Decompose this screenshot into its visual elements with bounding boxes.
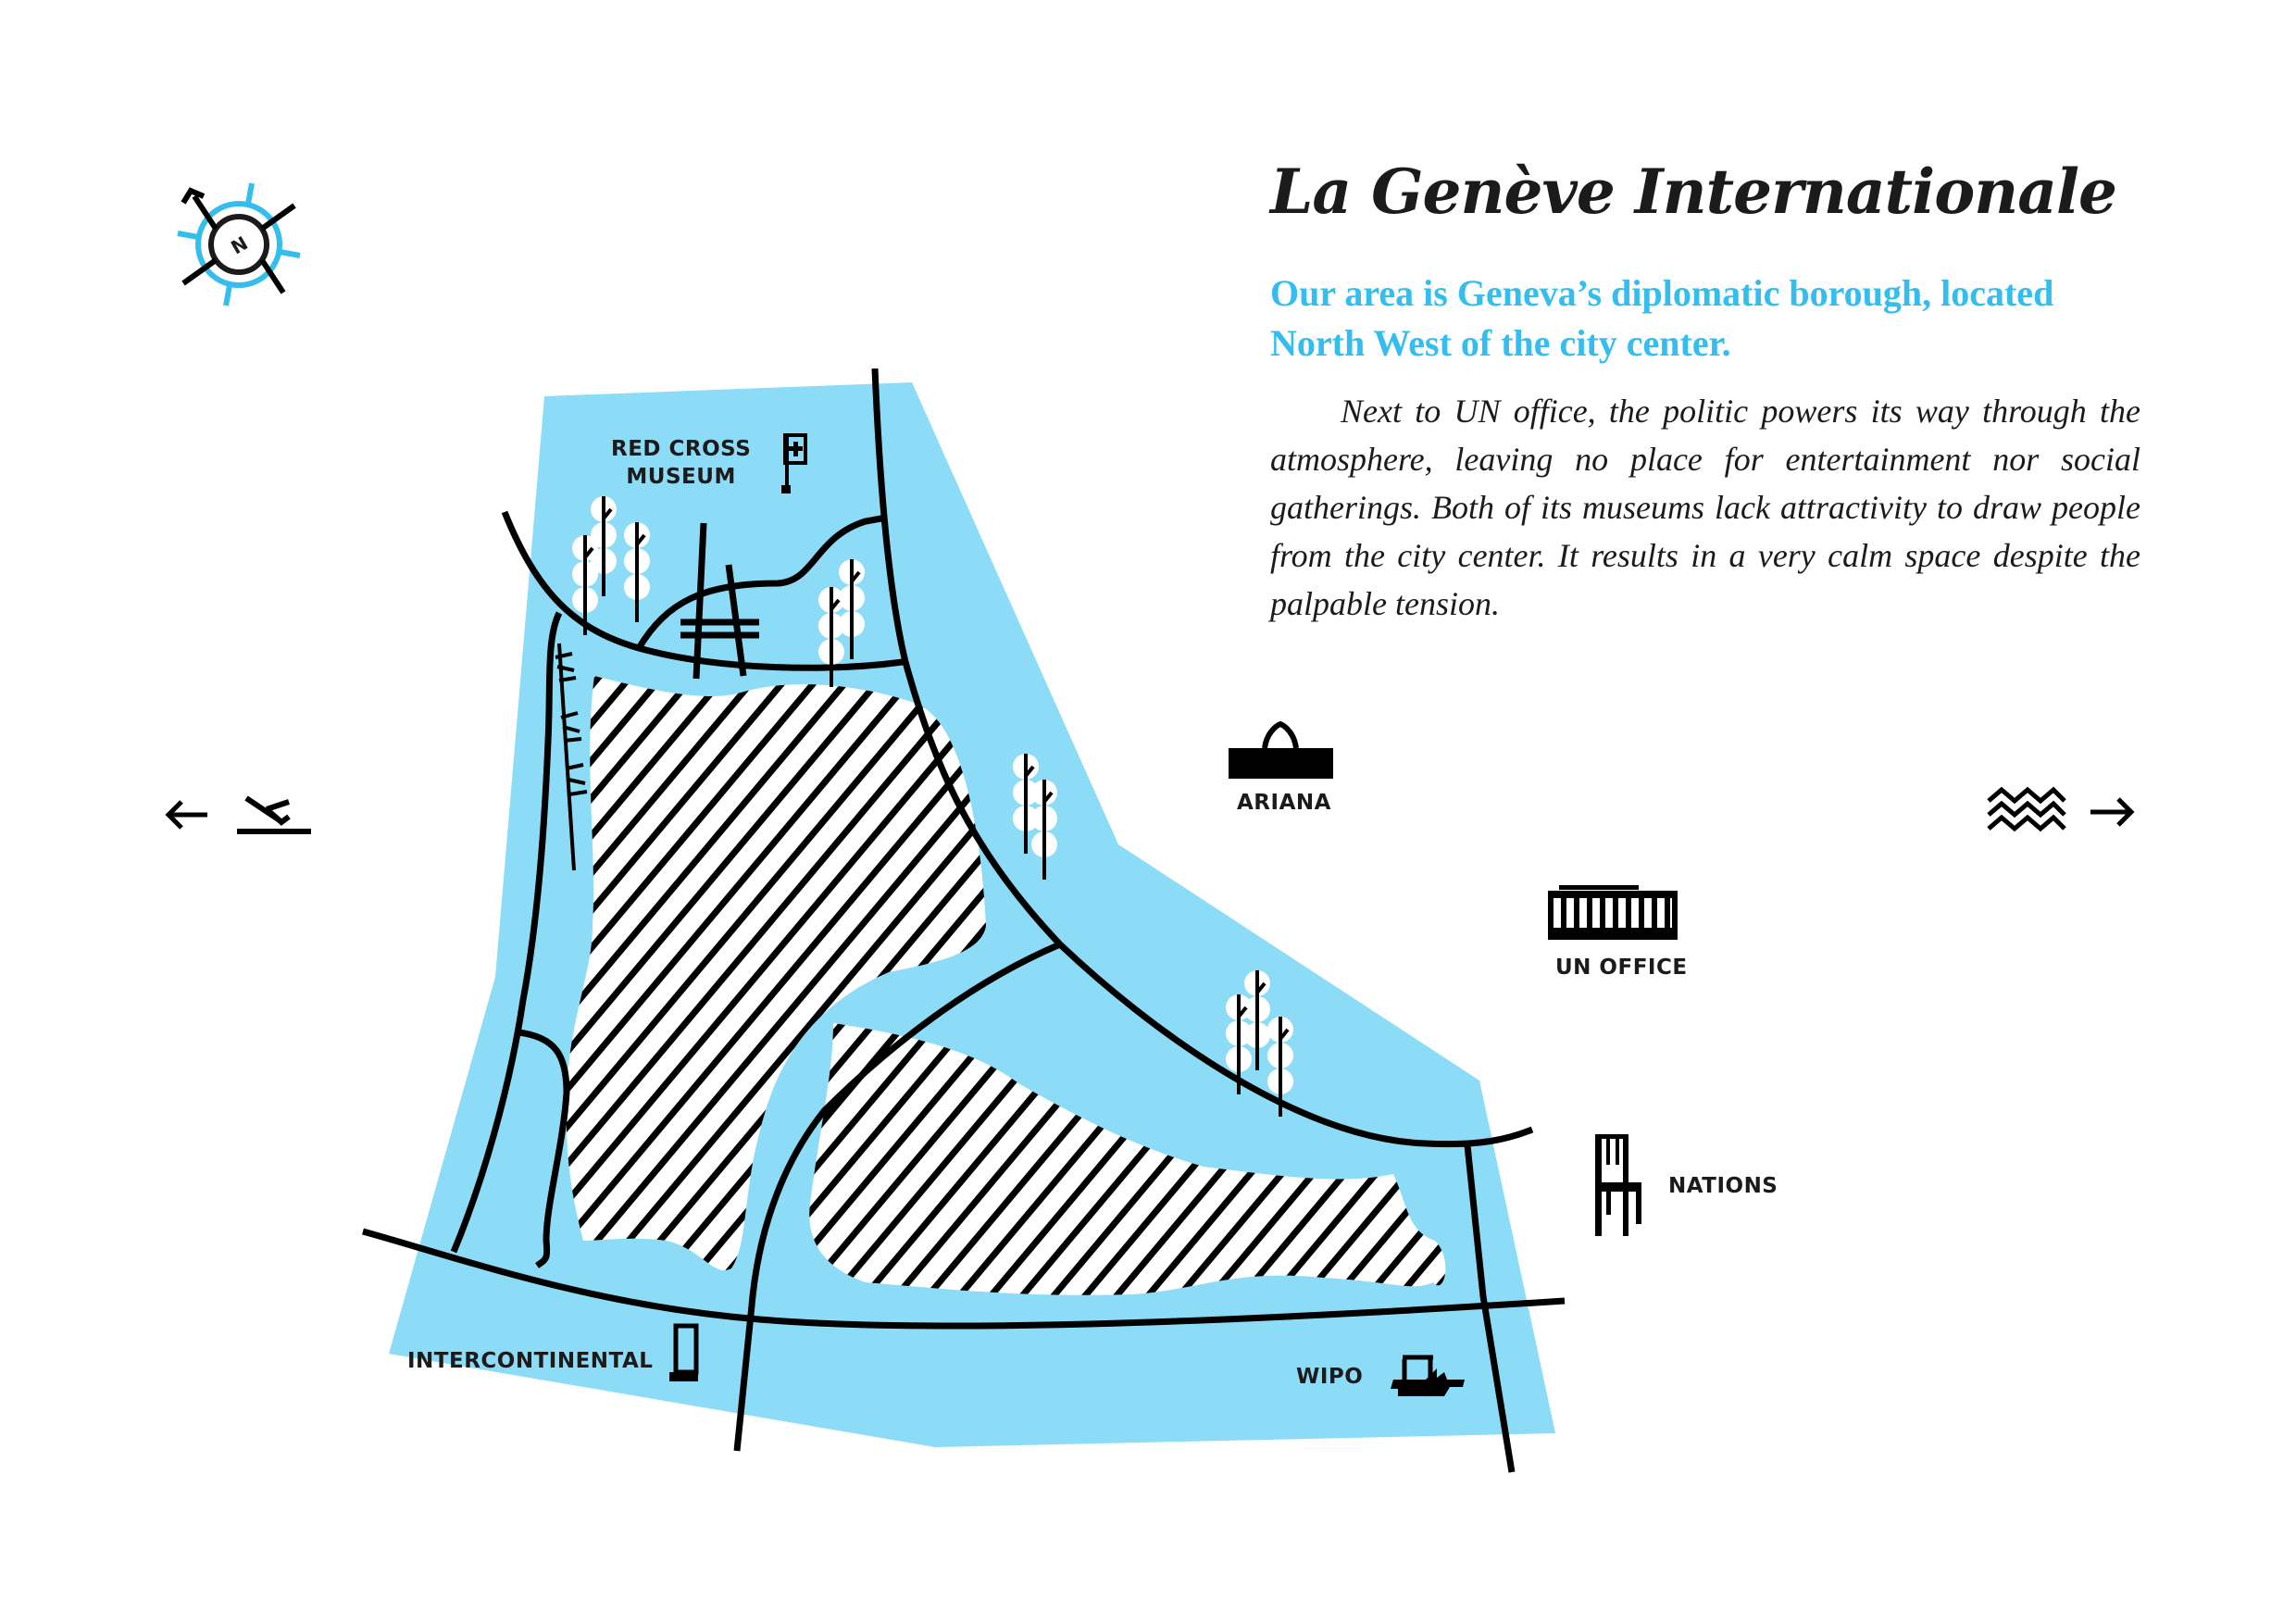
boat-building-icon xyxy=(1391,1355,1465,1396)
arrow-right-icon[interactable] xyxy=(2090,797,2135,827)
restricted-zone-west xyxy=(566,676,986,1271)
page-title: La Genève Internationale xyxy=(1270,156,2117,228)
waves-lake-icon[interactable] xyxy=(1987,786,2066,832)
label-wipo: WIPO xyxy=(1296,1365,1364,1389)
body-text: Next to UN office, the politic powers it… xyxy=(1270,393,2140,622)
label-un-office: UN OFFICE xyxy=(1555,956,1688,980)
label-intercontinental: INTERCONTINENTAL xyxy=(407,1349,654,1373)
red-cross-flag-icon xyxy=(781,433,807,493)
label-red-cross-museum: RED CROSS MUSEUM xyxy=(611,435,751,491)
label-nations: NATIONS xyxy=(1668,1174,1778,1198)
lede-text: Our area is Geneva’s diplomatic borough,… xyxy=(1270,272,2054,364)
label-line: RED CROSS xyxy=(611,437,752,461)
arrow-left-icon[interactable] xyxy=(165,800,207,830)
roads xyxy=(362,368,1566,1473)
broken-chair-icon xyxy=(1595,1134,1641,1236)
label-ariana: ARIANA xyxy=(1237,791,1331,815)
label-line: MUSEUM xyxy=(626,465,736,489)
airplane-departure-icon[interactable] xyxy=(237,795,311,834)
compass-icon: N xyxy=(177,182,301,306)
restricted-zone-east xyxy=(809,1023,1446,1295)
ariana-museum-icon xyxy=(1229,720,1333,779)
barbed-wire-icon xyxy=(555,652,588,796)
un-building-icon xyxy=(1548,885,1678,940)
hotel-door-icon xyxy=(669,1323,699,1381)
